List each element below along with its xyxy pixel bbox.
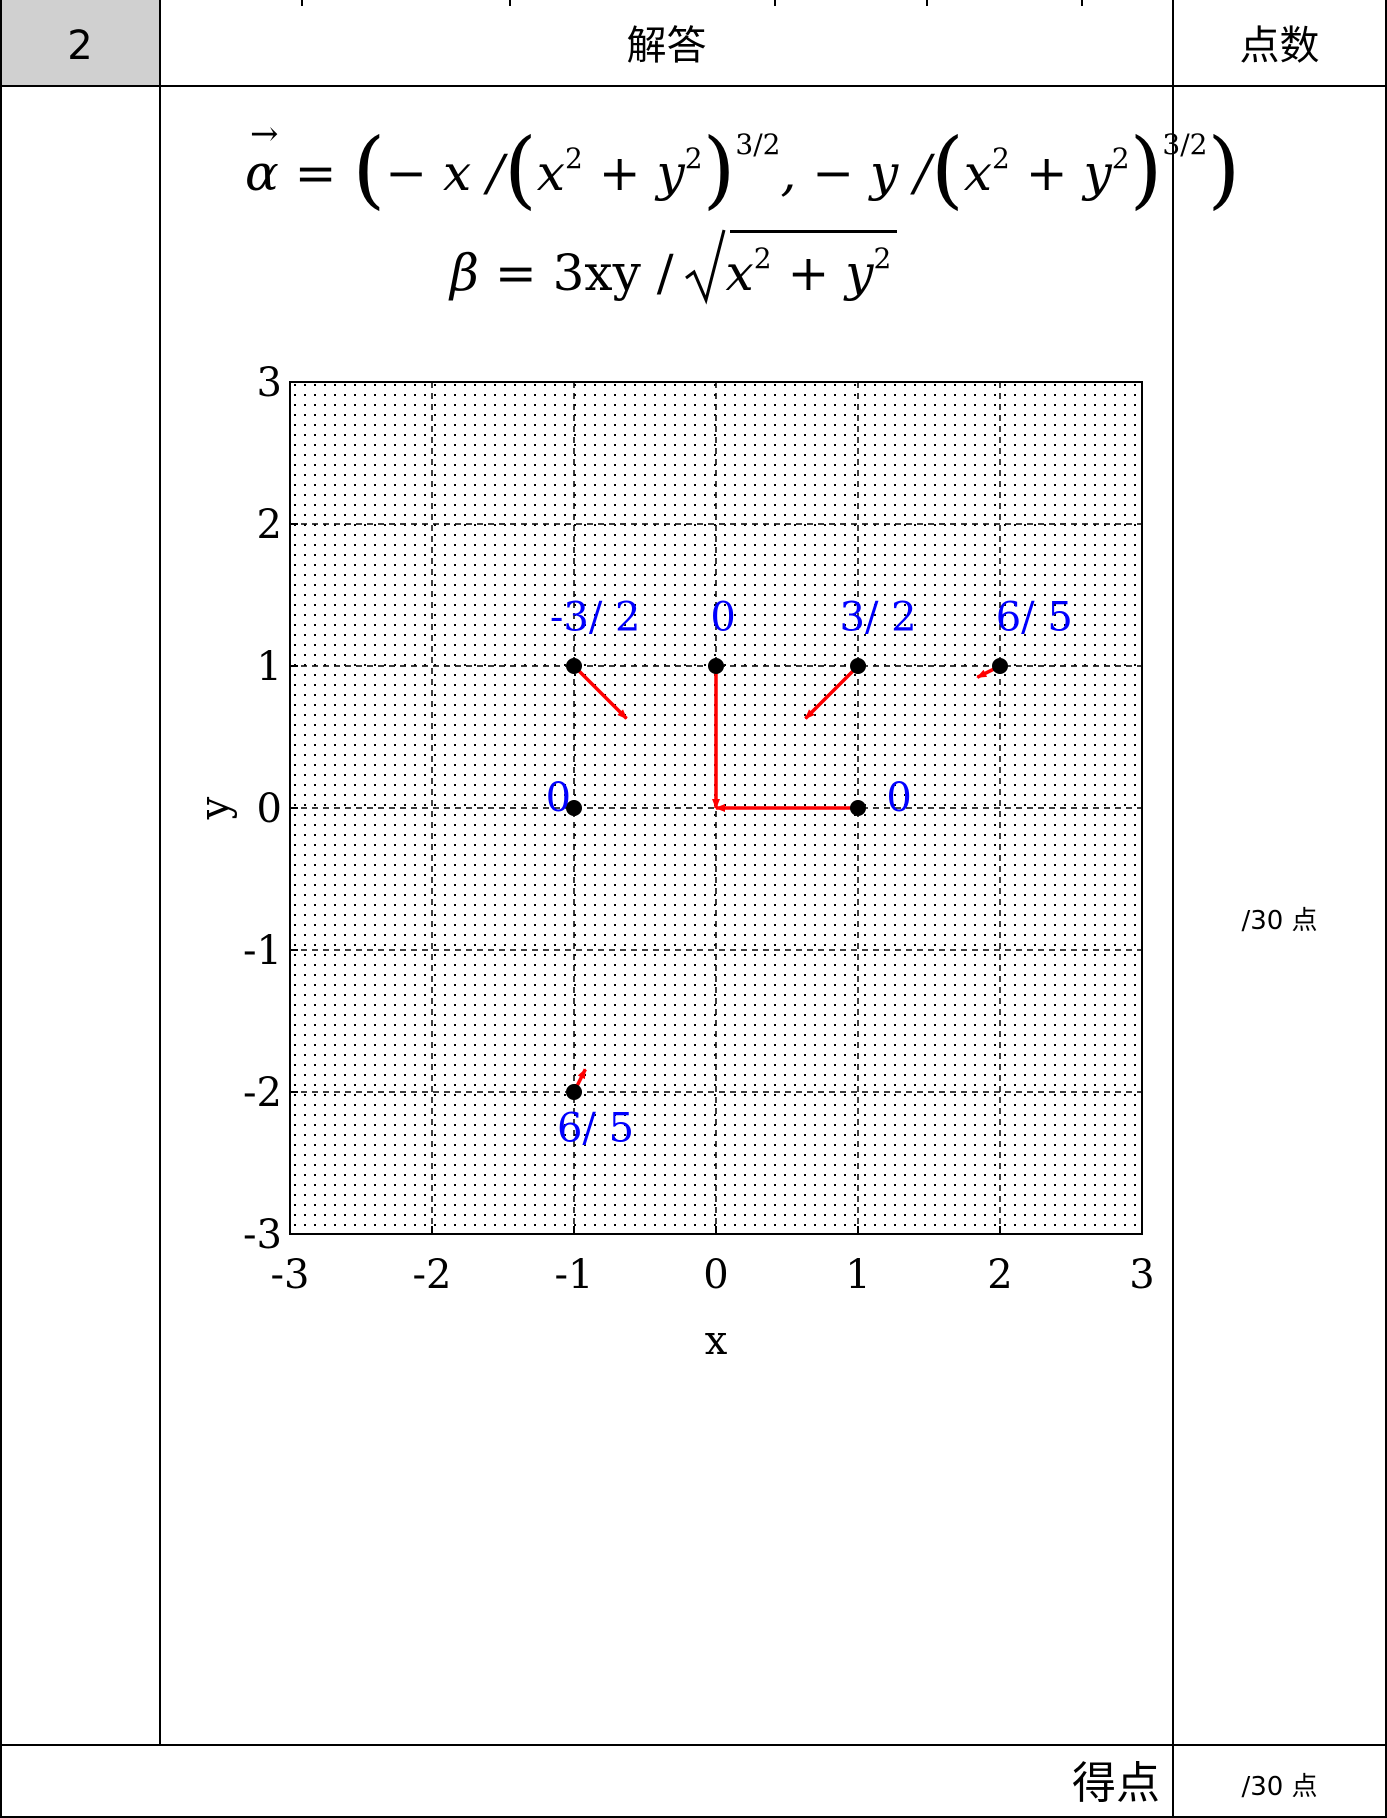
paren-open: ( — [931, 120, 964, 218]
x-tick-label: -1 — [555, 1252, 594, 1298]
points-header: 点数 — [1239, 23, 1320, 69]
beta-equation: β = 3xy / x2 + y2 — [450, 229, 898, 305]
x-tick-label: 0 — [703, 1252, 728, 1298]
data-point — [566, 1084, 582, 1100]
vector-arrow-icon: → — [250, 114, 279, 154]
question-number: 2 — [67, 23, 93, 69]
answer-header: 解答 — [626, 23, 707, 69]
alpha-symbol: → α — [245, 114, 279, 202]
sqrt-expression: x2 + y2 — [684, 229, 898, 305]
data-point — [708, 658, 724, 674]
divergence-label: -3/ 2 — [550, 595, 641, 641]
data-point — [566, 658, 582, 674]
total-score: /30 点 — [1241, 1772, 1318, 1802]
divergence-label: 6/ 5 — [557, 1106, 634, 1152]
data-point — [566, 800, 582, 816]
paren-close: ) — [1129, 120, 1163, 218]
y-tick-label: -3 — [243, 1212, 282, 1258]
y-tick-label: 3 — [257, 360, 282, 406]
paren-close: ) — [702, 120, 736, 218]
paren-open: ( — [352, 120, 386, 218]
x-tick-label: -3 — [271, 1252, 310, 1298]
y-tick-label: -2 — [243, 1070, 282, 1116]
divergence-label: 6/ 5 — [996, 595, 1073, 641]
radical-sign-icon — [684, 229, 725, 305]
y-tick-label: 0 — [257, 786, 282, 832]
y-axis-label: y — [192, 796, 238, 820]
divergence-label: 3/ 2 — [840, 595, 917, 641]
y-tick-label: 2 — [257, 502, 282, 548]
x-tick-label: 1 — [845, 1252, 870, 1298]
divergence-label: 0 — [546, 775, 571, 821]
alpha-equation: → α = (− x /(x2 + y2)3/2, − y /(x2 + y2)… — [245, 114, 1241, 218]
total-label: 得点 — [1072, 1758, 1160, 1809]
divergence-label: 0 — [710, 595, 735, 641]
vector-arrow — [572, 664, 628, 720]
y-tick-label: 1 — [257, 644, 282, 690]
radical-bar — [729, 230, 898, 233]
score-cell-text: /30 点 — [1241, 906, 1318, 936]
divergence-label: 0 — [886, 775, 911, 821]
data-point — [850, 658, 866, 674]
data-point — [850, 800, 866, 816]
data-point — [992, 658, 1008, 674]
vector-arrow — [804, 664, 860, 720]
x-tick-label: -2 — [413, 1252, 452, 1298]
x-tick-label: 2 — [987, 1252, 1012, 1298]
x-tick-label: 3 — [1129, 1252, 1154, 1298]
number-cell-bg — [0, 0, 160, 86]
paren-close: ) — [1207, 120, 1241, 218]
paren-open: ( — [504, 120, 537, 218]
x-axis-label: x — [705, 1318, 728, 1364]
y-tick-label: -1 — [243, 928, 282, 974]
